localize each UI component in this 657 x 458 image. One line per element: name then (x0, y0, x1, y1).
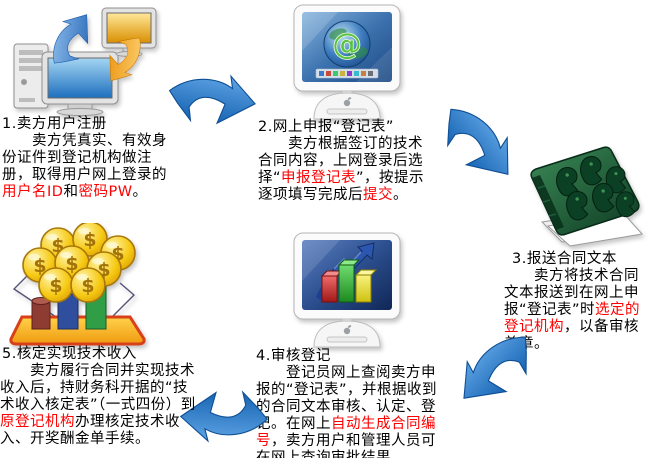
green-contacts-book-icon (512, 144, 648, 252)
step-4-text: 4.审核登记 登记员网上查阅卖方申报的“登记表”，并根据收到的合同文本审核、认定… (256, 348, 448, 458)
imac-screen (302, 240, 392, 310)
text-segment: ，卖方用户和管理人员可在网上查询审批结果。 (256, 433, 436, 458)
step-1-title: 1.卖方用户注册 (2, 116, 107, 132)
text-segment-highlight: 自动生成合同编号 (256, 416, 436, 449)
flow-arrow-1-2 (162, 62, 263, 135)
step-1-text: 1.卖方用户注册 卖方凭真实、有效身份证件到登记机构做注册，取得用户网上登录的用… (2, 116, 176, 201)
imac-screen: @ (302, 12, 392, 82)
step-5-title: 5.核定实现技术收入 (2, 346, 137, 362)
text-segment-highlight: 选定的登记机构 (504, 302, 641, 335)
text-segment-highlight: 原登记机构 (0, 414, 75, 430)
step-2-body: 卖方根据签订的技术合同内容，上网登录后选择“申报登记表”，按提示逐项填写完成后提… (258, 136, 434, 204)
apple-logo-icon (343, 327, 351, 335)
step-2-text: 2.网上申报“登记表” 卖方根据签订的技术合同内容，上网登录后选择“申报登记表”… (258, 119, 434, 204)
bar-chart (316, 259, 378, 303)
imac-base (313, 92, 381, 120)
book-cover (530, 146, 640, 236)
text-segment: 卖方将技术合同文本报送到在网上申报“登记表”时 (504, 268, 639, 318)
text-segment: 卖方凭真实、有效身份证件到登记机构做注册，取得用户网上登录的 (2, 133, 167, 183)
imac-at-globe-icon: @ (286, 3, 408, 121)
string (107, 282, 136, 322)
computers-sync-icon (4, 2, 166, 116)
imac-base (313, 320, 381, 348)
at-symbol: @ (332, 27, 362, 62)
step-1-body: 卖方凭真实、有效身份证件到登记机构做注册，取得用户网上登录的用户名ID和密码PW… (2, 133, 176, 201)
text-segment-highlight: 用户名ID (2, 184, 64, 200)
step-3-title: 3.报送合同文本 (512, 251, 617, 267)
text-segment-highlight: 密码PW (78, 184, 133, 200)
step-4-title: 4.审核登记 (256, 348, 331, 364)
text-segment: 办理核定技术收入、开奖酬金单手续。 (0, 414, 180, 447)
flow-arrow-icon (164, 65, 260, 132)
text-segment: 卖方根据签订的技术合同内容，上网登录后选择“ (258, 136, 423, 186)
imac-bar-chart-icon (286, 231, 408, 349)
money-coins-tray-icon (8, 223, 150, 347)
text-segment-highlight: 提交 (363, 187, 393, 203)
step-5-body: 卖方履行合同并实现技术收入后，持财务科开据的“技术收入核定表”（一式四份）到原登… (0, 363, 200, 448)
text-segment: 。 (393, 187, 408, 203)
taskbar (315, 68, 379, 79)
text-segment-highlight: 申报登记表 (281, 170, 357, 186)
step-4-body: 登记员网上查阅卖方申报的“登记表”，并根据收到的合同文本审核、认定、登记。在网上… (256, 365, 448, 458)
gold-coins (22, 223, 136, 303)
desktop-monitor (41, 51, 119, 116)
step-5-text: 5.核定实现技术收入 卖方履行合同并实现技术收入后，持财务科开据的“技术收入核定… (0, 346, 200, 448)
text-segment: 卖方履行合同并实现技术收入后，持财务科开据的“技术收入核定表”（一式四份）到 (0, 363, 196, 413)
text-segment: 和 (63, 184, 79, 200)
text-segment: ”，按提示逐项填写完成后 (258, 170, 425, 203)
text-segment: 。 (132, 184, 148, 200)
apple-logo-icon (343, 99, 351, 107)
text-segment: 登记员网上查阅卖方申报的“登记表”，并根据收到的合同文本审核、认定、登记。在网上 (256, 365, 438, 432)
step-2-title: 2.网上申报“登记表” (258, 119, 394, 135)
